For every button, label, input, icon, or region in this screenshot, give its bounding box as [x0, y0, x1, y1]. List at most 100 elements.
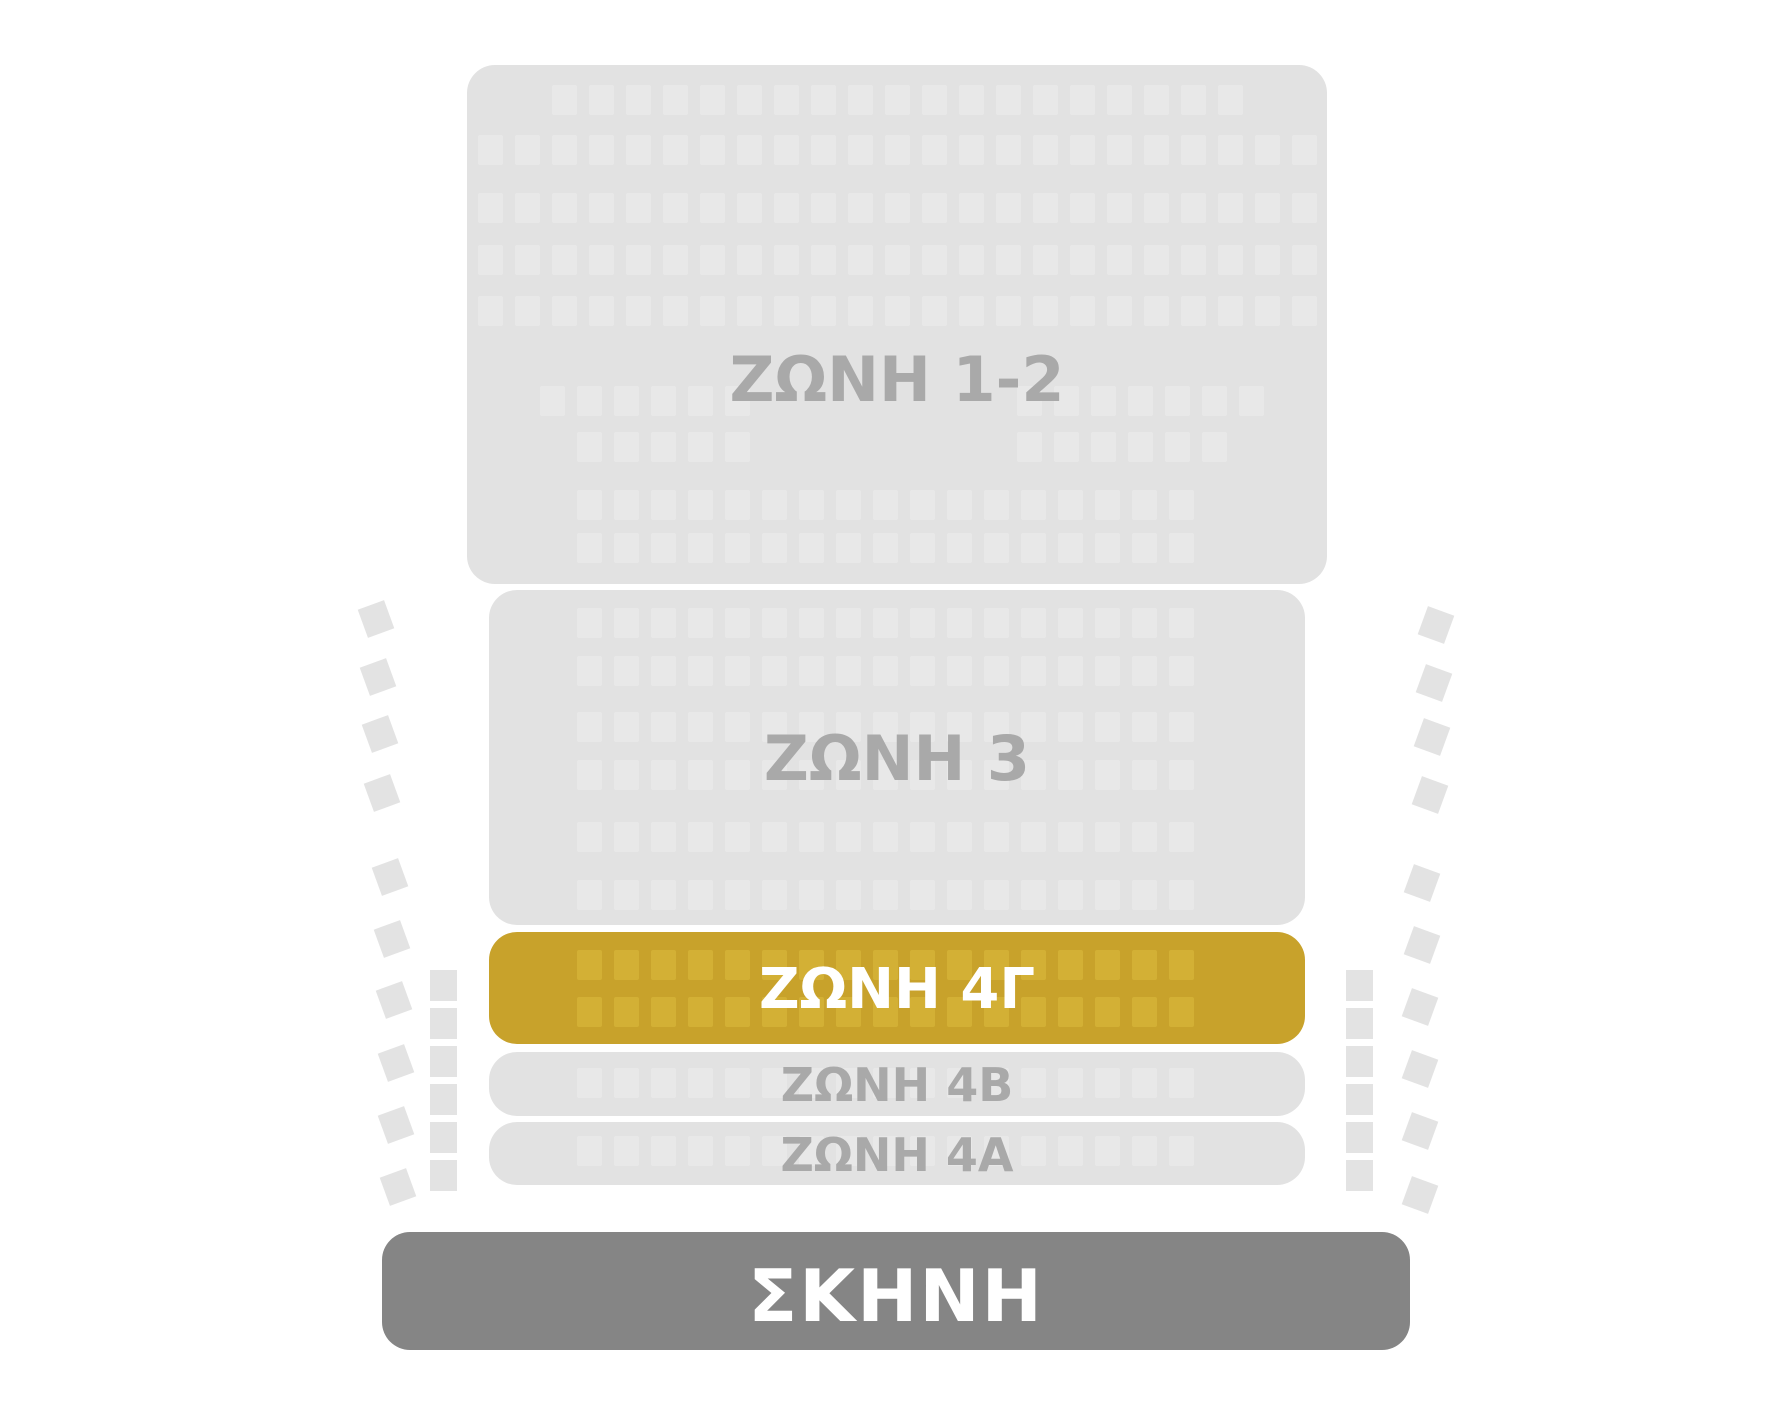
seat — [947, 490, 972, 520]
side-seat — [361, 715, 399, 753]
seat — [1095, 822, 1120, 852]
seat — [1144, 245, 1169, 275]
seat — [614, 386, 639, 416]
seat — [614, 880, 639, 910]
seat — [984, 1068, 1009, 1098]
seat — [688, 712, 713, 742]
seat — [688, 1068, 713, 1098]
seat — [1255, 135, 1280, 165]
seat — [1181, 245, 1206, 275]
seat — [1128, 386, 1153, 416]
seat — [984, 1136, 1009, 1166]
zone-4b[interactable]: ΖΩΝΗ 4Β — [489, 1052, 1305, 1116]
seat — [725, 608, 750, 638]
seat — [762, 997, 787, 1027]
side-seat — [1346, 970, 1373, 1001]
seat — [1165, 386, 1190, 416]
seat — [626, 245, 651, 275]
zone-4a[interactable]: ΖΩΝΗ 4Α — [489, 1122, 1305, 1185]
seat — [1132, 712, 1157, 742]
side-seat — [430, 1160, 457, 1191]
seat — [651, 432, 676, 462]
seat — [1058, 712, 1083, 742]
seat — [614, 712, 639, 742]
seat — [552, 85, 577, 115]
seat — [873, 997, 898, 1027]
seat — [910, 608, 935, 638]
seat — [1070, 245, 1095, 275]
seat — [836, 997, 861, 1027]
seat — [984, 997, 1009, 1027]
seat — [700, 245, 725, 275]
seat — [614, 533, 639, 563]
seat — [1054, 432, 1079, 462]
seat — [725, 760, 750, 790]
seat — [1169, 490, 1194, 520]
seat — [1017, 432, 1042, 462]
seat — [1169, 533, 1194, 563]
seat — [552, 135, 577, 165]
seat — [725, 950, 750, 980]
seat — [614, 490, 639, 520]
seat — [1095, 760, 1120, 790]
seat — [725, 1068, 750, 1098]
seat — [947, 822, 972, 852]
seat — [1132, 880, 1157, 910]
seat — [614, 1136, 639, 1166]
seat — [626, 85, 651, 115]
seat — [947, 712, 972, 742]
seat — [1292, 193, 1317, 223]
seat — [614, 432, 639, 462]
seat-grid — [489, 590, 1305, 925]
seat — [910, 1136, 935, 1166]
seat — [651, 760, 676, 790]
seat — [799, 997, 824, 1027]
seat — [589, 245, 614, 275]
seat — [1058, 490, 1083, 520]
seat — [774, 85, 799, 115]
seat — [478, 296, 503, 326]
seat — [614, 608, 639, 638]
seat — [799, 950, 824, 980]
side-seat — [430, 1084, 457, 1115]
seat — [910, 656, 935, 686]
zone-1-2[interactable]: ΖΩΝΗ 1-2 — [467, 65, 1327, 584]
seat — [688, 880, 713, 910]
seat — [1021, 490, 1046, 520]
seat — [1169, 950, 1194, 980]
seat — [737, 193, 762, 223]
seat — [1021, 533, 1046, 563]
seat — [1058, 760, 1083, 790]
seat — [1107, 85, 1132, 115]
side-seat — [1413, 718, 1451, 756]
seat — [589, 135, 614, 165]
seat — [1202, 432, 1227, 462]
stage: ΣΚΗΝΗ — [382, 1232, 1410, 1350]
seat — [589, 193, 614, 223]
seat — [1292, 135, 1317, 165]
seat — [1169, 656, 1194, 686]
seat — [651, 533, 676, 563]
seat — [996, 296, 1021, 326]
side-seat — [1415, 664, 1453, 702]
side-seat — [357, 600, 395, 638]
seat — [1070, 193, 1095, 223]
seat — [737, 135, 762, 165]
seat — [873, 880, 898, 910]
seat — [836, 656, 861, 686]
seat — [651, 997, 676, 1027]
seat — [873, 533, 898, 563]
seat-grid — [489, 1122, 1305, 1185]
seat — [663, 296, 688, 326]
side-seat — [1401, 1112, 1439, 1150]
seat — [910, 950, 935, 980]
seat — [725, 997, 750, 1027]
seat — [984, 608, 1009, 638]
seat — [1070, 85, 1095, 115]
seat — [959, 135, 984, 165]
zone-3[interactable]: ΖΩΝΗ 3 — [489, 590, 1305, 925]
seat — [737, 296, 762, 326]
seat — [1095, 608, 1120, 638]
seat — [1218, 135, 1243, 165]
zone-4g[interactable]: ΖΩΝΗ 4Γ — [489, 932, 1305, 1044]
